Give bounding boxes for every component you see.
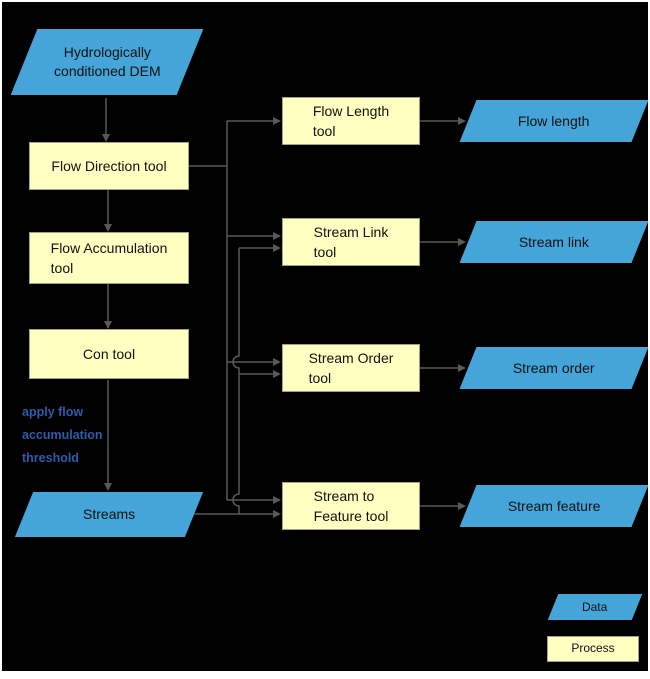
- node-streams: Streams: [14, 492, 204, 537]
- node-stream-link-tool-label: Stream Link tool: [313, 223, 389, 260]
- legend-process-shape: Process: [547, 636, 639, 662]
- legend-data-shape: Data: [547, 594, 643, 620]
- node-stream-link-tool: Stream Link tool: [282, 218, 420, 266]
- node-stream-order-tool: Stream Order tool: [282, 344, 420, 392]
- legend-data-label: Data: [582, 599, 608, 614]
- node-con-tool-label: Con tool: [82, 345, 136, 362]
- node-stream-feature-output: Stream feature: [459, 485, 649, 527]
- legend-process-label: Process: [571, 641, 615, 656]
- node-stream-order-tool-label: Stream Order tool: [308, 349, 394, 386]
- node-stream-to-feature-tool-label: Stream to Feature tool: [313, 487, 389, 524]
- node-flow-direction-tool: Flow Direction tool: [29, 142, 189, 190]
- node-flow-direction-tool-label: Flow Direction tool: [51, 157, 167, 174]
- node-stream-order-output: Stream order: [459, 347, 649, 389]
- node-flow-length-output: Flow length: [459, 100, 649, 142]
- node-flow-length-tool: Flow Length tool: [282, 97, 420, 145]
- node-stream-feature-output-label: Stream feature: [507, 497, 601, 514]
- annotation-threshold: apply flow accumulation threshold: [22, 405, 103, 465]
- node-stream-link-output-label: Stream link: [518, 233, 590, 250]
- node-stream-link-output: Stream link: [459, 221, 649, 263]
- node-flow-accumulation-tool-label: Flow Accumulation tool: [50, 239, 168, 276]
- node-stream-to-feature-tool: Stream to Feature tool: [282, 482, 420, 530]
- node-flow-accumulation-tool: Flow Accumulation tool: [29, 232, 189, 284]
- node-stream-order-output-label: Stream order: [513, 359, 595, 376]
- node-hydro-dem-label: Hydrologically conditioned DEM: [53, 44, 161, 79]
- node-flow-length-output-label: Flow length: [518, 112, 590, 129]
- node-hydro-dem: Hydrologically conditioned DEM: [10, 29, 204, 95]
- node-con-tool: Con tool: [29, 329, 189, 379]
- node-streams-label: Streams: [82, 506, 136, 523]
- node-flow-length-tool-label: Flow Length tool: [312, 102, 390, 139]
